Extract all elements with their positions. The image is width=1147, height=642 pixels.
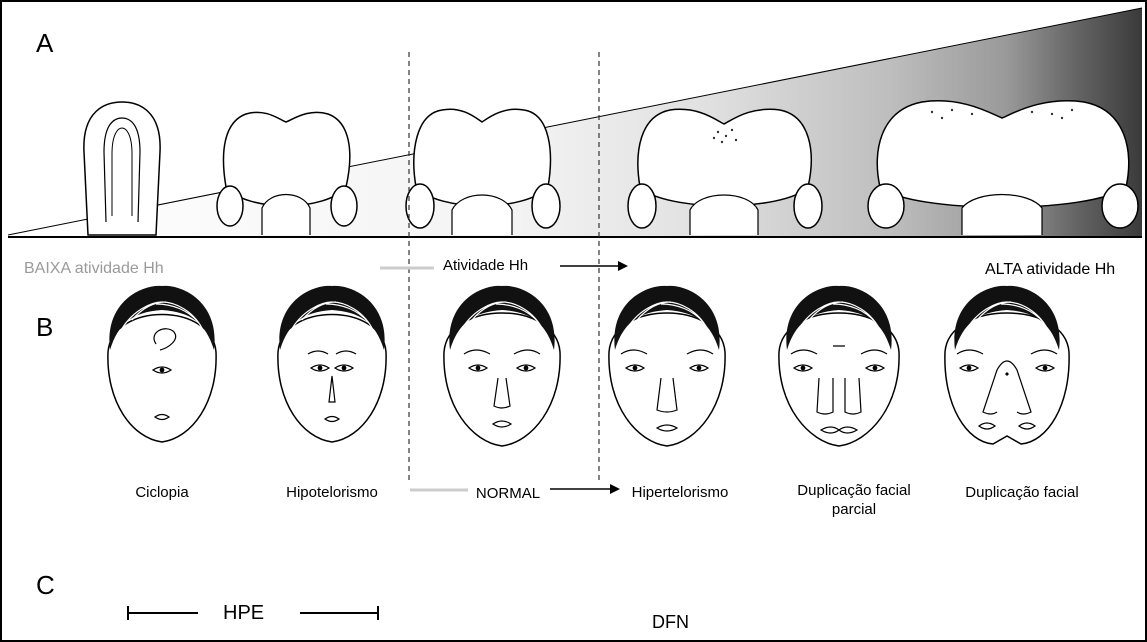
section-2 bbox=[217, 112, 357, 235]
high-activity-label: ALTA atividade Hh bbox=[985, 261, 1115, 279]
phenotype-label-duplicacao-parcial: Duplicação facial parcial bbox=[774, 481, 934, 519]
phenotype-label-ciclopia: Ciclopia bbox=[112, 483, 212, 502]
face-hipotelorismo bbox=[278, 286, 386, 442]
face-duplicacao-parcial bbox=[779, 286, 899, 446]
face-normal bbox=[444, 286, 560, 446]
panel-label-a: A bbox=[36, 28, 53, 59]
panel-label-c: C bbox=[36, 570, 55, 601]
section-3 bbox=[406, 109, 560, 235]
phenotype-label-normal: NORMAL bbox=[464, 484, 552, 503]
neural-tube bbox=[84, 102, 160, 235]
activity-arrowhead bbox=[618, 261, 628, 271]
face-duplicacao bbox=[945, 286, 1069, 444]
face-ciclopia bbox=[108, 286, 216, 442]
phenotype-label-hipertelorismo: Hipertelorismo bbox=[614, 483, 746, 502]
panel-label-b: B bbox=[36, 312, 53, 343]
dfn-label: DFN bbox=[652, 612, 689, 633]
phenotype-label-hipotelorismo: Hipotelorismo bbox=[272, 483, 392, 502]
hpe-label: HPE bbox=[223, 602, 264, 625]
activity-label: Atividade Hh bbox=[443, 257, 528, 274]
face-hipertelorismo bbox=[609, 286, 725, 446]
phenotype-label-duplicacao: Duplicação facial bbox=[942, 483, 1102, 502]
low-activity-label: BAIXA atividade Hh bbox=[24, 260, 164, 278]
